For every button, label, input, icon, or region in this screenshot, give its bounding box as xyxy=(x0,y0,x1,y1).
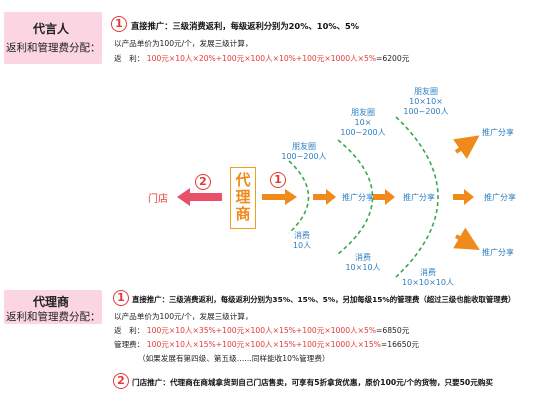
circle3-count2: 100~200人 xyxy=(403,107,449,116)
bottom-number-2-icon: 2 xyxy=(113,373,129,389)
bottom-mgmt-result: =16650元 xyxy=(380,340,419,349)
circle3-label: 朋友圈 10×10× 100~200人 xyxy=(396,87,456,117)
to-store-arrow xyxy=(177,188,222,206)
consumer1-text: 消费 xyxy=(294,231,310,240)
store-label: 门店 xyxy=(148,194,168,205)
top-box-title: 代言人 xyxy=(33,22,70,36)
share-label-2: 推广分享 xyxy=(403,193,435,202)
bottom-rebate-line: 返 利： 100元×10人×35%+100元×100人×15%+100元×100… xyxy=(114,325,409,336)
bottom-note: （如果发展有第四级、第五级……同样能收10%管理费） xyxy=(138,354,330,363)
circle2-to-share-arrow xyxy=(373,189,395,205)
circle2-count2: 100~200人 xyxy=(340,128,386,137)
circle1-count: 100~200人 xyxy=(281,152,327,161)
top-line1: 以产品单价为100元/个，发展三级计算， xyxy=(114,39,253,48)
bottom-rebate-label: 返 利： xyxy=(114,326,145,335)
bottom-title-box xyxy=(4,290,102,324)
circle2-count: 10× xyxy=(354,118,372,127)
agent-to-circle-arrow xyxy=(262,189,297,205)
circle1-arc xyxy=(288,160,310,234)
top-box-subtitle: 返利和管理费分配： xyxy=(6,42,101,54)
top-rebate-result: =6200元 xyxy=(376,54,410,63)
agent-box: 代理商 xyxy=(230,167,256,229)
bottom-box-subtitle: 返利和管理费分配： xyxy=(6,311,101,323)
consumer2-count: 10×10人 xyxy=(345,263,381,272)
bottom-mgmt-label: 管理费： xyxy=(114,340,145,349)
top-rebate-label: 返 利： xyxy=(114,54,145,63)
consumer1-label: 消费 10人 xyxy=(282,231,322,251)
circle3-to-share-arrow xyxy=(453,189,474,205)
branch-up-arrow xyxy=(453,135,480,160)
top-heading: 直接推广：三级消费返利，每级返利分别为20%、10%、5% xyxy=(131,21,360,31)
diagram-number-1-icon: 1 xyxy=(270,172,286,188)
circle1-label: 朋友圈 100~200人 xyxy=(274,142,334,162)
agent-label: 代理商 xyxy=(235,171,251,223)
circle2-label: 朋友圈 10× 100~200人 xyxy=(333,108,393,138)
top-rebate-line: 返 利： 100元×10人×20%+100元×100人×10%+100元×100… xyxy=(114,53,409,64)
consumer2-text: 消费 xyxy=(355,253,371,262)
branch-down-arrow xyxy=(453,227,480,251)
top-rebate-formula: 100元×10人×20%+100元×100人×10%+100元×1000人×5% xyxy=(146,54,377,63)
consumer3-text: 消费 xyxy=(420,268,436,277)
top-number-1-icon: 1 xyxy=(111,16,127,32)
bottom-line1: 以产品单价为100元/个，发展三级计算， xyxy=(114,312,253,321)
bottom-box-title: 代理商 xyxy=(33,295,70,309)
circle3-name: 朋友圈 xyxy=(414,87,438,96)
top-title-box xyxy=(4,12,102,64)
bottom-heading: 直接推广：三级消费返利，每级返利分别为35%、15%、5%，另加每级15%的管理… xyxy=(132,295,516,304)
consumer2-label: 消费 10×10人 xyxy=(340,253,386,273)
circle3-count: 10×10× xyxy=(409,97,443,106)
diagram-number-2-icon: 2 xyxy=(195,174,211,190)
bottom-store-heading: 门店推广：代理商在商城拿货到自己门店售卖，可享有5折拿货优惠，原价100元/个的… xyxy=(132,378,494,387)
circle1-to-share-arrow xyxy=(313,189,336,205)
circle3-arc xyxy=(395,116,439,278)
bottom-mgmt-line: 管理费： 100元×10人×15%+100元×100人×15%+100元×100… xyxy=(114,339,419,350)
share-label-4: 推广分享 xyxy=(484,193,516,202)
consumer3-label: 消费 10×10×10人 xyxy=(398,268,458,288)
circle1-name: 朋友圈 xyxy=(292,142,316,151)
consumer3-count: 10×10×10人 xyxy=(402,278,454,287)
share-label-3: 推广分享 xyxy=(482,128,514,137)
bottom-rebate-result: =6850元 xyxy=(376,326,410,335)
share-label-5: 推广分享 xyxy=(482,248,514,257)
circle2-name: 朋友圈 xyxy=(351,108,375,117)
consumer1-count: 10人 xyxy=(292,241,312,250)
bottom-mgmt-formula: 100元×10人×15%+100元×100人×15%+100元×1000人×15… xyxy=(146,340,381,349)
share-label-1: 推广分享 xyxy=(342,193,374,202)
bottom-number-1-icon: 1 xyxy=(113,290,129,306)
bottom-rebate-formula: 100元×10人×35%+100元×100人×15%+100元×1000人×5% xyxy=(146,326,377,335)
